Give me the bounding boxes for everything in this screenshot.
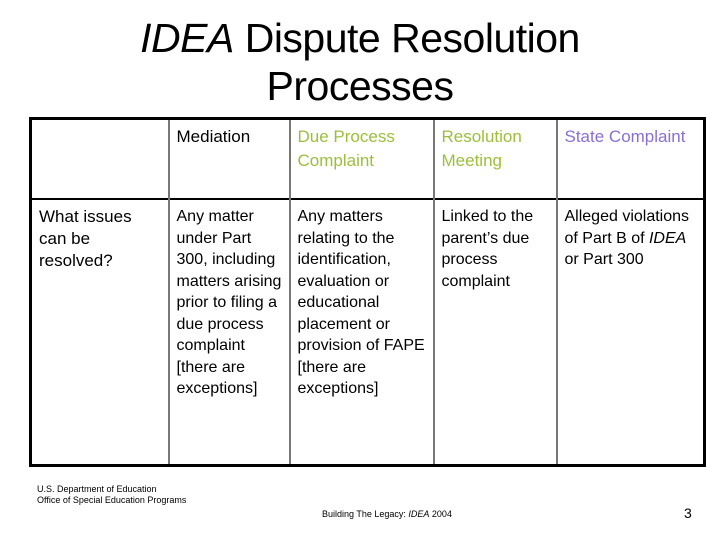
- comparison-table: Mediation Due Process Complaint Resoluti…: [29, 117, 706, 467]
- title-line2: Processes: [266, 63, 454, 109]
- footer-org-line2: Office of Special Education Programs: [37, 495, 187, 505]
- row-label: What issues can be resolved?: [30, 198, 169, 466]
- cell-text: or Part 300: [564, 251, 644, 268]
- slide-title: IDEA Dispute Resolution Processes: [0, 14, 720, 110]
- footer-organization: U.S. Department of Education Office of S…: [37, 484, 186, 506]
- table-row: What issues can be resolved? Any matter …: [30, 198, 705, 466]
- header-row: Mediation Due Process Complaint Resoluti…: [31, 118, 705, 200]
- page-number: 3: [684, 505, 692, 521]
- cell-state-complaint: Alleged violations of Part B of IDEA or …: [555, 198, 705, 466]
- cell-resolution-meeting: Linked to the parent’s due process compl…: [432, 198, 557, 466]
- cell-text: Alleged violations of Part B of: [564, 208, 690, 247]
- header-empty: [31, 119, 169, 200]
- footer-center-italic: IDEA: [408, 509, 430, 519]
- footer-org-line1: U.S. Department of Education: [37, 484, 157, 494]
- footer-center-suffix: 2004: [429, 509, 452, 519]
- header-resolution-meeting: Resolution Meeting: [432, 118, 557, 199]
- cell-due-process-complaint: Any matters relating to the identificati…: [288, 198, 434, 466]
- title-text: Dispute Resolution: [233, 15, 581, 61]
- title-italic: IDEA: [140, 15, 234, 61]
- header-mediation: Mediation: [167, 118, 290, 199]
- cell-mediation: Any matter under Part 300, including mat…: [167, 198, 290, 466]
- header-state-complaint: State Complaint: [555, 118, 705, 199]
- footer-center-text: Building The Legacy:: [322, 509, 409, 519]
- footer-center: Building The Legacy: IDEA 2004: [322, 509, 452, 520]
- cell-italic: IDEA: [648, 229, 687, 247]
- header-due-process-complaint: Due Process Complaint: [288, 118, 434, 199]
